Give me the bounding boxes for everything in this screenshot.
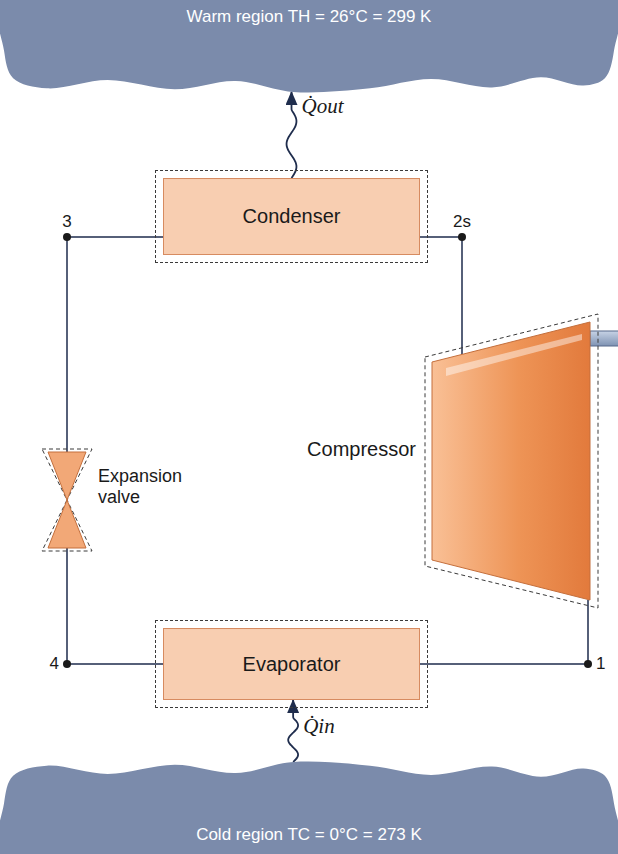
component-label: Condenser [243,205,341,228]
component-label: Evaporator [243,653,341,676]
state-number: 4 [50,654,59,674]
label-holder: 1 [596,654,605,674]
region-label: Cold region TC = 0°C = 273 K [4,825,614,845]
refrigerant-line [420,600,588,664]
text-holder: Condenser [164,179,419,254]
state-number: 3 [62,212,71,232]
compressor-body [432,322,590,600]
label-holder: 3 [62,212,71,232]
label-holder: 4 [50,654,59,674]
state-point [458,233,466,241]
text-holder: Expansion valve [98,466,182,507]
refrigerant-line [67,548,163,664]
control-volume-outline [42,449,92,551]
region-label: Warm region TH = 26°C = 299 K [4,7,614,27]
label-holder: Q̇out [302,94,344,118]
valve-symbol [48,452,86,548]
text-holder: Evaporator [164,629,419,699]
text-holder: Warm region TH = 26°C = 299 K [4,7,614,27]
state-number: 1 [596,654,605,674]
component-label: Compressor [307,438,416,461]
compressor: Compressor [432,322,592,600]
text-holder: Compressor [307,438,416,461]
evaporator-box: Evaporator [163,628,420,700]
refrigerant-line [420,237,462,354]
text-holder: Cold region TC = 0°C = 273 K [4,825,614,845]
state-point-group [63,233,592,668]
expansion-valve: Expansion valve [48,452,86,548]
control-volume-outline [425,314,598,608]
compressor-symbol [432,322,592,600]
label-holder: Q̇in [303,714,335,738]
component-label: Expansion valve [98,466,182,507]
state-point [63,660,71,668]
heat-transfer-arrow [288,700,298,762]
heat-rate-label: Q̇out [302,94,344,118]
compressor-highlight [446,334,582,376]
state-point [63,233,71,241]
warm-region: Warm region TH = 26°C = 299 K [4,0,614,92]
heat-transfer-arrow [287,92,297,178]
heat-rate-label: Q̇in [303,714,335,738]
region-cloud-shape [0,762,618,854]
state-point [584,660,592,668]
region-cloud-shape [0,0,618,92]
condenser-box: Condenser [163,178,420,255]
label-holder: 2s [453,212,471,232]
refrigerant-line [67,237,163,452]
state-number: 2s [453,212,471,232]
valve-body [48,452,86,548]
compressor-shaft [590,331,618,346]
cold-region: Cold region TC = 0°C = 273 K [4,762,614,854]
